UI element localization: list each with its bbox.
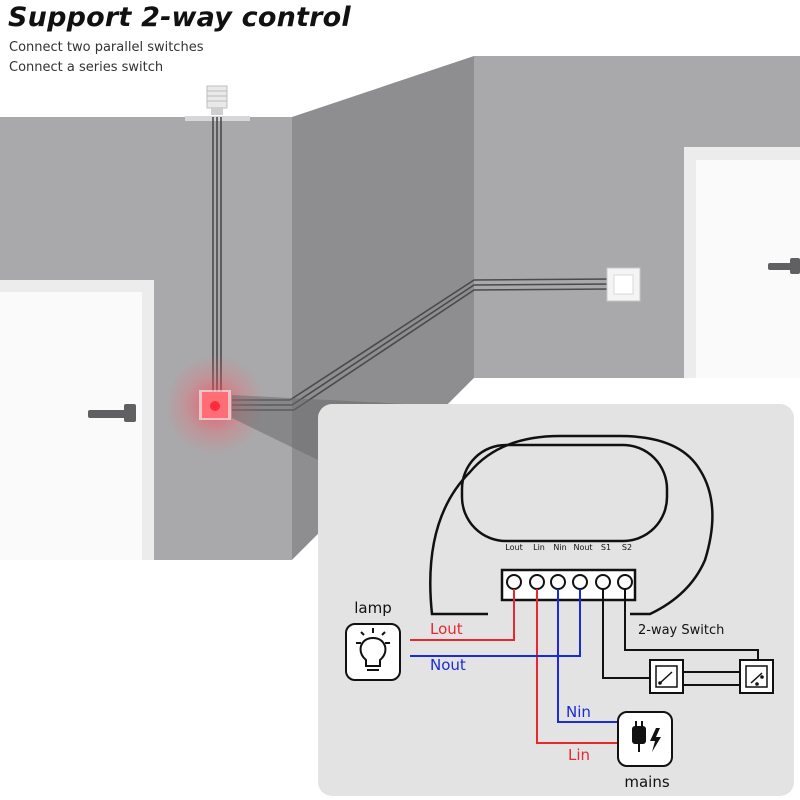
wire-labels: Lout Nout Nin Lin	[430, 620, 591, 764]
terminal-lin	[529, 574, 545, 590]
callout-beam	[232, 395, 425, 460]
wire-label-nout: Nout	[430, 656, 466, 674]
page-title: Support 2-way control	[8, 2, 351, 33]
wire-label-nin: Nin	[566, 703, 591, 721]
wire-label-lin: Lin	[568, 746, 590, 764]
terminal-s2	[617, 574, 633, 590]
nin-wire	[557, 589, 618, 723]
wire-label-lout: Lout	[430, 620, 463, 638]
mains-label: mains	[624, 773, 669, 791]
terminal-labels: Lout Lin Nin Nout S1 S2	[505, 543, 632, 552]
subtitle-line-parallel: Connect two parallel switches	[9, 40, 204, 55]
plug-icon	[617, 711, 673, 767]
terminal-lout	[506, 574, 522, 590]
wall-switch	[606, 267, 641, 302]
smart-module-glow	[165, 355, 265, 455]
s1-wire	[602, 589, 652, 679]
terminal-block	[500, 568, 637, 602]
nout-wire	[410, 589, 581, 657]
terminal-nin	[550, 574, 566, 590]
two-way-switch-2	[739, 659, 774, 694]
lamp-label: lamp	[354, 599, 392, 617]
lout-wire	[410, 589, 515, 641]
terminal-label-nout: Nout	[573, 543, 592, 552]
terminal-label-lin: Lin	[533, 543, 545, 552]
s2-wire	[624, 589, 759, 660]
terminal-label-s2: S2	[622, 543, 632, 552]
terminal-screws	[506, 574, 633, 590]
terminal-nout	[572, 574, 588, 590]
lin-wire	[536, 589, 618, 744]
wires	[410, 589, 759, 744]
terminal-s1	[595, 574, 611, 590]
right-door	[684, 147, 800, 378]
two-way-switch-label: 2-way Switch	[638, 623, 724, 638]
left-door	[0, 280, 154, 560]
subtitle-line-series: Connect a series switch	[9, 60, 164, 75]
terminal-label-s1: S1	[601, 543, 611, 552]
bulb-icon	[185, 85, 250, 121]
two-way-switch-1	[649, 659, 684, 694]
lamp-icon	[345, 623, 401, 681]
terminal-label-nin: Nin	[553, 543, 566, 552]
terminal-label-lout: Lout	[505, 543, 522, 552]
smart-module-outline	[429, 434, 714, 616]
